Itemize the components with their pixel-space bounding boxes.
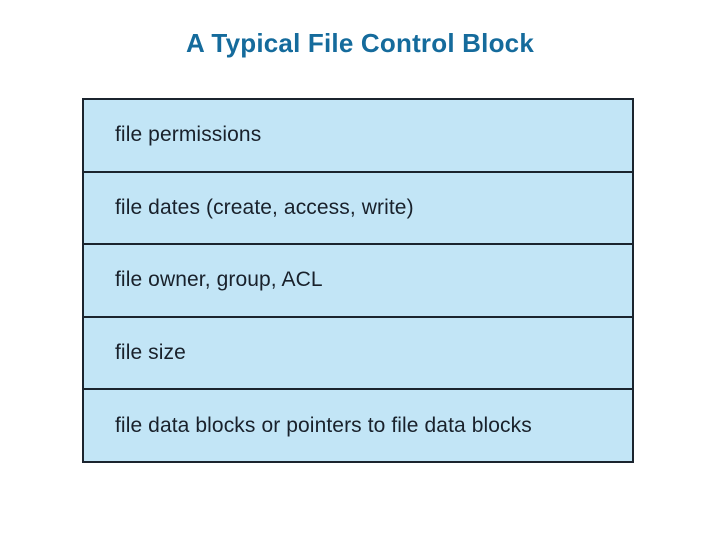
fcb-row-label: file owner, group, ACL [115,268,323,292]
file-control-block-diagram: file permissions file dates (create, acc… [82,98,634,463]
fcb-row-file-dates: file dates (create, access, write) [84,172,632,246]
fcb-row-label: file data blocks or pointers to file dat… [115,413,532,437]
fcb-row-file-data-blocks: file data blocks or pointers to file dat… [84,390,632,461]
fcb-row-file-permissions: file permissions [84,100,632,173]
fcb-row-file-owner-group-acl: file owner, group, ACL [84,245,632,318]
fcb-row-label: file size [115,341,186,365]
page-title: A Typical File Control Block [186,28,534,58]
fcb-row-label: file dates (create, access, write) [115,195,414,219]
fcb-row-file-size: file size [84,317,632,391]
fcb-row-label: file permissions [115,123,262,147]
